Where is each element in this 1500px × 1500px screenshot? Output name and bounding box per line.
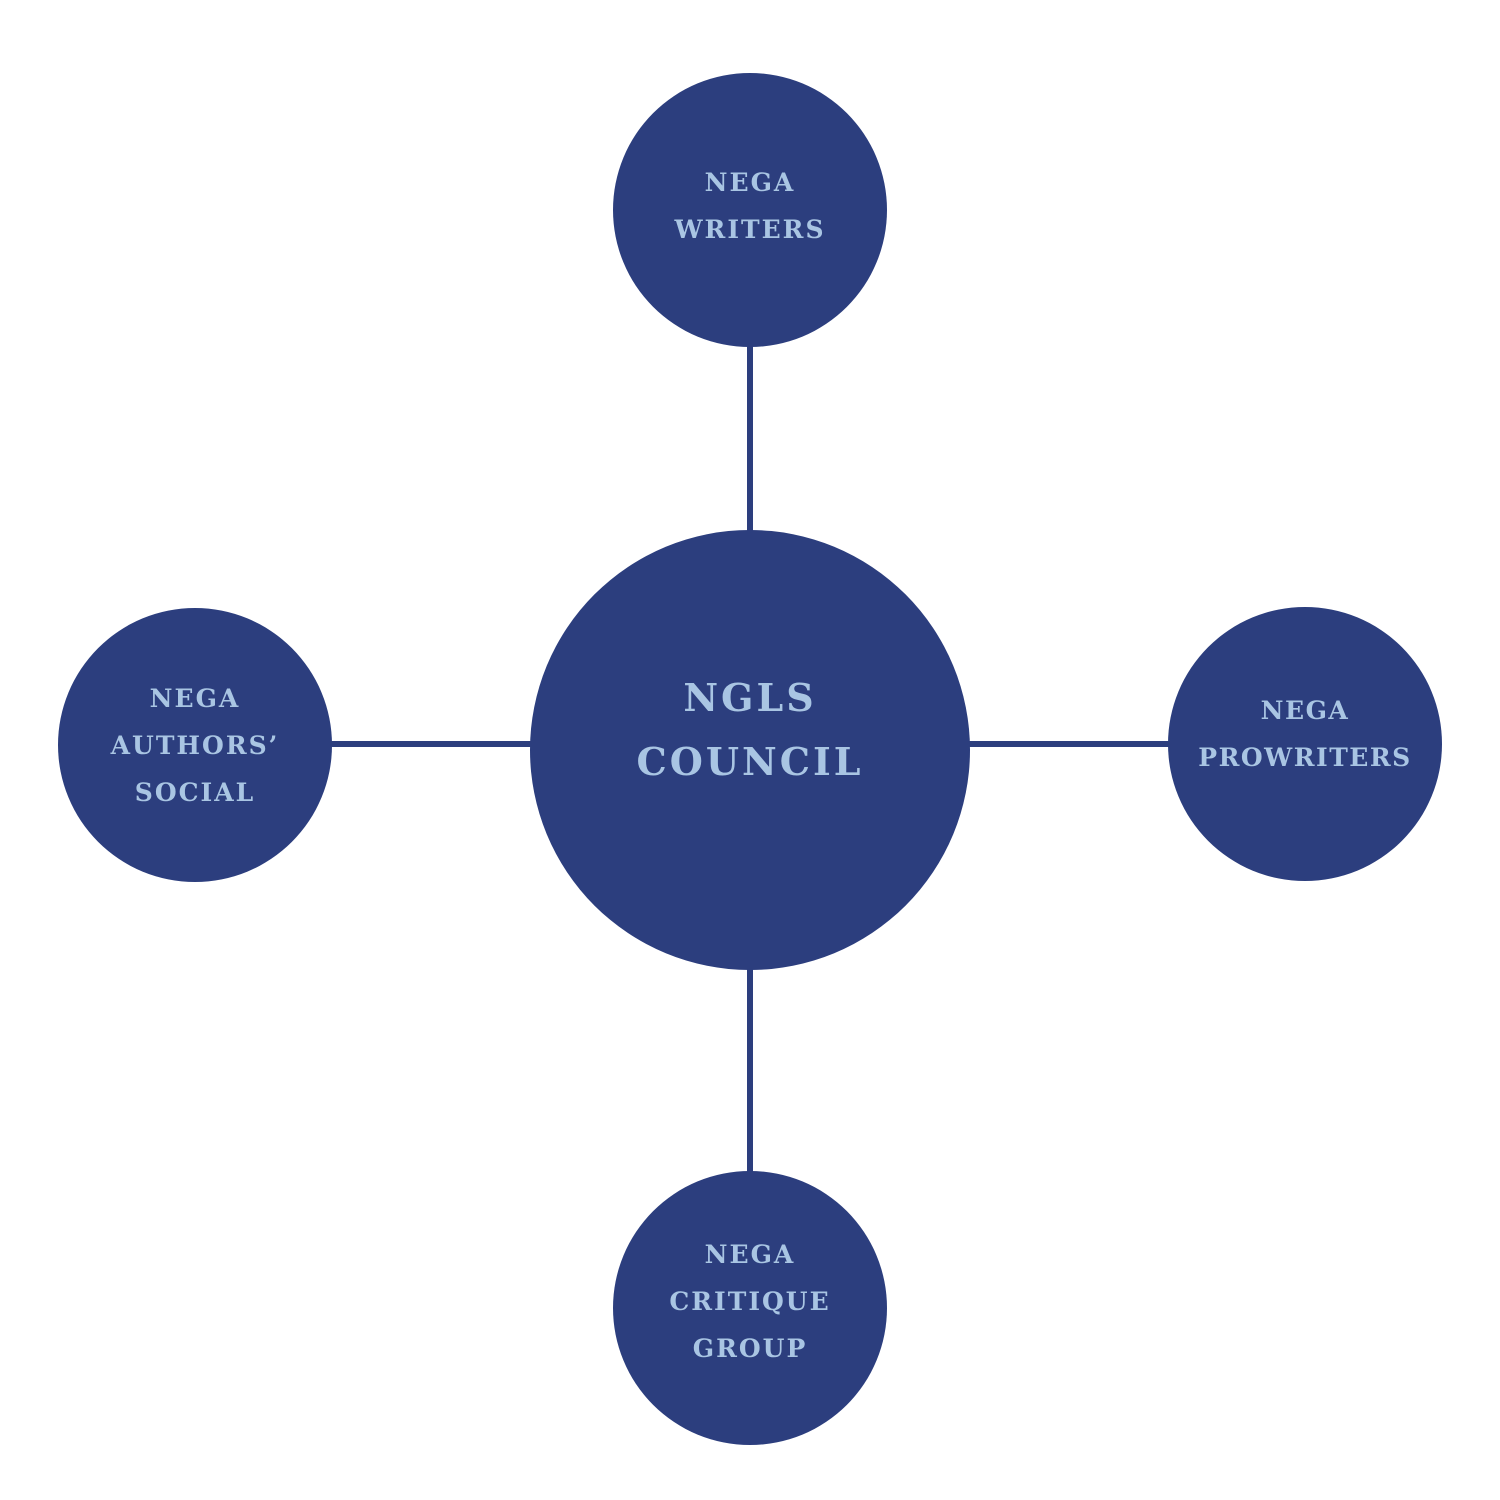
node-label-line: NEGA [149, 683, 241, 713]
node-label-line: GROUP [692, 1333, 808, 1363]
node-nega-critique-group: NEGA CRITIQUE GROUP [613, 1171, 887, 1445]
node-label-line: NGLS [683, 675, 817, 720]
node-nega-authors-social-label: NEGA AUTHORS’ SOCIAL [111, 675, 280, 816]
node-label-line: AUTHORS’ [110, 730, 280, 760]
node-nega-prowriters-label: NEGA PROWRITERS [1198, 687, 1411, 781]
node-nega-writers-label: NEGA WRITERS [674, 159, 825, 253]
node-ngls-council-label: NGLS COUNCIL [637, 666, 864, 794]
node-nega-authors-social: NEGA AUTHORS’ SOCIAL [58, 608, 332, 882]
connector-center-to-authors-social [330, 741, 535, 747]
node-ngls-council: NGLS COUNCIL [530, 530, 970, 970]
node-label-line: NEGA [704, 168, 796, 197]
node-label-line: NEGA [704, 1239, 796, 1269]
node-nega-prowriters: NEGA PROWRITERS [1168, 607, 1442, 881]
node-label-line: PROWRITERS [1198, 743, 1412, 772]
node-label-line: NEGA [1260, 696, 1350, 725]
node-label-line: SOCIAL [134, 777, 256, 807]
connector-center-to-critique-group [747, 965, 753, 1175]
node-label-line: CRITIQUE [669, 1286, 831, 1316]
node-nega-critique-group-label: NEGA CRITIQUE GROUP [669, 1231, 830, 1372]
node-nega-writers: NEGA WRITERS [613, 73, 887, 347]
node-label-line: WRITERS [674, 215, 826, 244]
connector-center-to-writers [747, 345, 753, 535]
connector-center-to-prowriters [965, 741, 1170, 747]
node-label-line: COUNCIL [636, 739, 864, 784]
